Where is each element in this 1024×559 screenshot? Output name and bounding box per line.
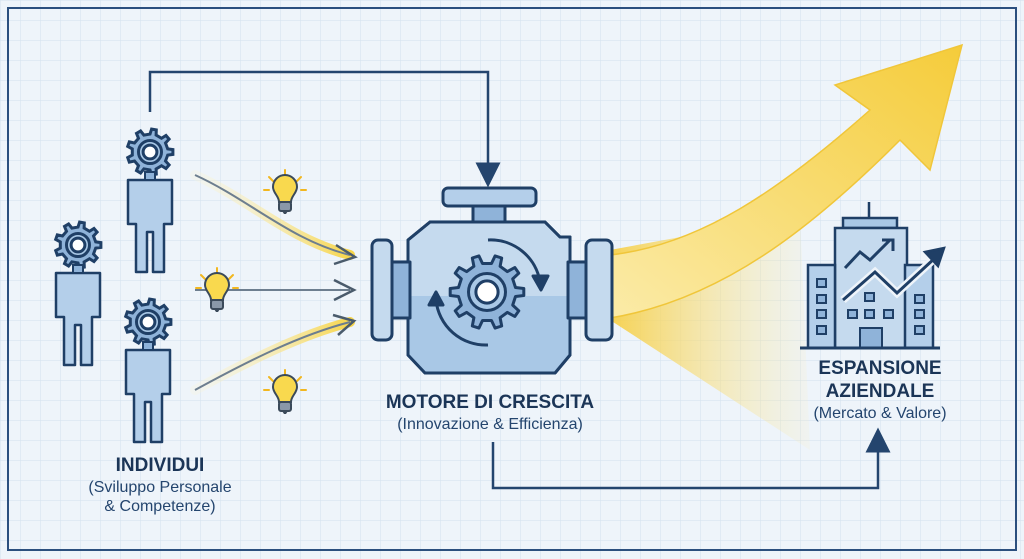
individui-subtitle-1: (Sviluppo Personale xyxy=(88,478,232,496)
person-icon xyxy=(53,220,103,367)
gear-icon xyxy=(53,220,103,270)
frame-border xyxy=(7,7,1017,551)
bottom-connector-arrow xyxy=(491,427,891,490)
person-body xyxy=(126,178,174,274)
top-connector-arrow xyxy=(148,70,501,188)
espansione-title-2: AZIENDALE xyxy=(825,380,935,402)
individui-title: INDIVIDUI xyxy=(115,455,205,476)
lightbulb-icon xyxy=(263,369,307,414)
lightbulb-icon xyxy=(195,267,239,312)
espansione-subtitle: (Mercato & Valore) xyxy=(813,404,947,422)
growth-arrow xyxy=(609,43,964,319)
gear-icon xyxy=(448,254,526,330)
person-icon xyxy=(123,297,173,444)
motore-subtitle: (Innovazione & Efficienza) xyxy=(397,415,583,433)
person-icon xyxy=(125,127,175,274)
motore-title: MOTORE DI CRESCITA xyxy=(385,392,595,413)
engine-icon xyxy=(370,186,614,375)
individui-label: INDIVIDUI (Sviluppo Personale & Competen… xyxy=(40,455,280,516)
person-body xyxy=(124,348,172,444)
building-icon xyxy=(800,202,946,350)
individui-subtitle-2: & Competenze) xyxy=(104,497,216,515)
motore-label: MOTORE DI CRESCITA (Innovazione & Effici… xyxy=(360,392,620,434)
gear-icon xyxy=(123,297,173,347)
espansione-label: ESPANSIONE AZIENDALE (Mercato & Valore) xyxy=(780,358,980,423)
person-body xyxy=(54,271,102,367)
lightbulb-icon xyxy=(263,169,307,214)
espansione-title-1: ESPANSIONE xyxy=(818,358,942,379)
gear-icon xyxy=(125,127,175,177)
